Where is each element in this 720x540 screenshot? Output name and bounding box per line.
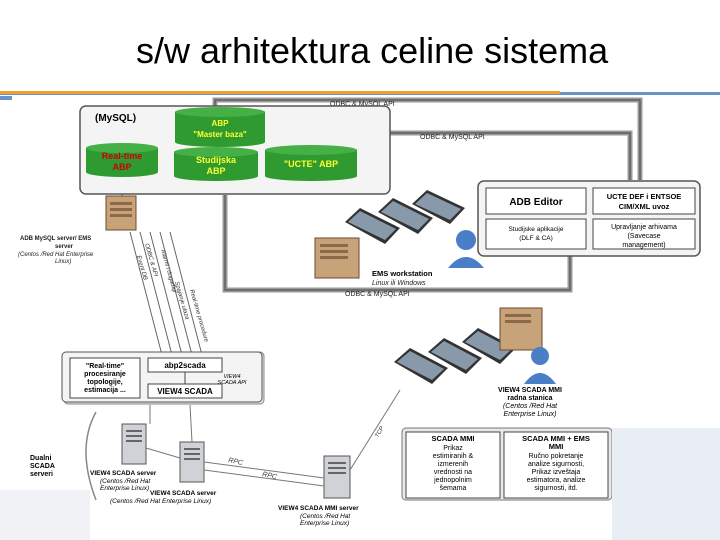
svg-text:(Centos /Red Hat: (Centos /Red Hat: [503, 403, 558, 410]
svg-text:šemama: šemama: [440, 485, 467, 492]
svg-text:VIEW4 SCADA server: VIEW4 SCADA server: [150, 490, 217, 497]
svg-text:(Centos /Red Hat: (Centos /Red Hat: [300, 513, 351, 520]
svg-text:Studijske aplikacije: Studijske aplikacije: [509, 226, 564, 233]
view4-server-2-label: VIEW4 SCADA server (Centos /Red Hat Ente…: [110, 490, 217, 505]
svg-text:Prikaz izveštaja: Prikaz izveštaja: [532, 469, 581, 476]
odbc-top-label: ODBC & MySQL API: [330, 101, 395, 108]
svg-text:SCADA API: SCADA API: [218, 380, 247, 386]
odbc-mid-label: ODBC & MySQL API: [420, 134, 485, 141]
svg-text:(Centos /Red Hat: (Centos /Red Hat: [100, 478, 151, 485]
svg-text:Enterprise Linux): Enterprise Linux): [100, 485, 149, 492]
page-title: s/w arhitektura celine sistema: [136, 30, 609, 71]
mmi-workstation-label: VIEW4 SCADA MMI radna stanica (Centos /R…: [498, 387, 562, 418]
svg-text:VIEW4: VIEW4: [223, 374, 240, 380]
ucte-abp-db: "UCTE" ABP: [265, 145, 357, 181]
ems-workstation-label: EMS workstation: [372, 269, 433, 278]
svg-text:sigurnosti, itd.: sigurnosti, itd.: [534, 485, 577, 492]
svg-text:Studijska: Studijska: [196, 155, 237, 165]
realtime-abp-db: Real-time ABP: [86, 143, 158, 177]
mysql-panel: (MySQL) ABP "Master baza" Real-time ABP …: [79, 105, 391, 195]
svg-text:Enterprise Linux): Enterprise Linux): [504, 411, 557, 418]
adb-editor-title: ADB Editor: [509, 197, 562, 208]
scada-mmi-ems-title: SCADA MMI + EMS: [522, 434, 590, 443]
view4-server-1-label: VIEW4 SCADA server (Centos /Red Hat Ente…: [90, 470, 157, 492]
adb-server-label: ADB MySQL server/ EMS server (Centos /Re…: [18, 236, 94, 265]
svg-text:SCADA: SCADA: [30, 463, 55, 470]
mmi-user-icon: [524, 347, 556, 384]
svg-text:UCTE DEF i ENTSOE: UCTE DEF i ENTSOE: [607, 192, 682, 201]
svg-text:izmerenih: izmerenih: [438, 461, 468, 468]
svg-text:estimatora, analize: estimatora, analize: [527, 477, 586, 484]
svg-text:CIM/XML uvoz: CIM/XML uvoz: [619, 202, 670, 211]
svg-text:topologije,: topologije,: [87, 379, 122, 386]
svg-text:(Centos /Red Hat Enterprise: (Centos /Red Hat Enterprise: [18, 252, 94, 258]
svg-text:ABP: ABP: [112, 162, 131, 172]
svg-text:Linux): Linux): [55, 259, 71, 265]
svg-text:Linux ili Windows: Linux ili Windows: [372, 280, 426, 287]
svg-text:jednopolnim: jednopolnim: [433, 477, 472, 484]
svg-text:estimiranih &: estimiranih &: [433, 453, 474, 460]
svg-text:vrednosti na: vrednosti na: [434, 469, 472, 476]
ems-workstation-monitors: [345, 190, 465, 244]
svg-text:(DLF & CA): (DLF & CA): [519, 235, 553, 242]
svg-text:"UCTE" ABP: "UCTE" ABP: [284, 159, 338, 169]
svg-text:RPC: RPC: [228, 457, 245, 467]
odbc-bottom-label: ODBC & MySQL API: [345, 291, 410, 298]
svg-text:ABP: ABP: [206, 166, 225, 176]
svg-text:estimacija ...: estimacija ...: [84, 387, 126, 394]
svg-text:Upravljanje arhivama: Upravljanje arhivama: [611, 224, 677, 231]
svg-text:analize sigurnosti,: analize sigurnosti,: [528, 461, 584, 468]
corner-decoration: [0, 428, 720, 540]
svg-text:"Master baza": "Master baza": [193, 130, 247, 139]
svg-text:(Savecase: (Savecase: [627, 233, 660, 240]
svg-text:ABP: ABP: [212, 119, 230, 128]
mysql-label: (MySQL): [95, 113, 136, 124]
svg-text:radna stanica: radna stanica: [507, 395, 552, 402]
svg-text:VIEW4 SCADA MMI: VIEW4 SCADA MMI: [498, 387, 562, 394]
user-icon: [448, 230, 484, 268]
svg-text:Prikaz: Prikaz: [443, 445, 463, 452]
dual-servers: Dualni SCADA serveri: [30, 411, 97, 501]
svg-text:Enterprise Linux): Enterprise Linux): [300, 520, 349, 527]
mmi-server-label: VIEW4 SCADA MMI server (Centos /Red Hat …: [278, 505, 359, 527]
ems-tower-icon: [314, 237, 360, 279]
svg-text:Real-time procedure: Real-time procedure: [188, 289, 209, 344]
svg-text:RPC: RPC: [262, 471, 279, 481]
abp2scada-label: abp2scada: [164, 361, 206, 370]
svg-text:(Centos /Red Hat Enterprise Li: (Centos /Red Hat Enterprise Linux): [110, 498, 211, 505]
svg-text:procesiranje: procesiranje: [84, 371, 126, 378]
abp-master-db: ABP "Master baza": [175, 107, 265, 147]
svg-text:server: server: [55, 244, 74, 250]
scada-server-1-icon: [121, 423, 147, 465]
adb-editor-panel: ADB Editor UCTE DEF i ENTSOE CIM/XML uvo…: [477, 180, 701, 257]
scada-mmi-panel: SCADA MMI Prikaz estimiranih & izmerenih…: [401, 427, 613, 501]
svg-text:VIEW4 SCADA server: VIEW4 SCADA server: [90, 470, 157, 477]
svg-text:"Real-time": "Real-time": [86, 363, 124, 370]
svg-text:Ručno pokretanje: Ručno pokretanje: [529, 453, 584, 460]
svg-text:Dualni: Dualni: [30, 455, 51, 462]
view4-scada-label: VIEW4 SCADA: [157, 387, 213, 396]
svg-text:MMI: MMI: [549, 442, 564, 451]
svg-text:ADB MySQL server/ EMS: ADB MySQL server/ EMS: [20, 236, 91, 242]
svg-text:VIEW4 SCADA MMI server: VIEW4 SCADA MMI server: [278, 505, 359, 512]
scada-server-2-icon: [179, 441, 205, 483]
diagonal-link-bundle: [129, 231, 203, 356]
svg-text:Real-time: Real-time: [102, 151, 143, 161]
scada-panel: "Real-time" procesiranje topologije, est…: [61, 351, 265, 405]
adb-server-icon: [105, 195, 137, 231]
mmi-server-icon: [323, 455, 351, 499]
scada-mmi-title: SCADA MMI: [431, 434, 474, 443]
svg-text:TCP: TCP: [375, 426, 386, 439]
title-underline: [0, 91, 720, 100]
mmi-tower-icon: [499, 307, 543, 351]
mmi-workstation-monitors: [394, 328, 516, 384]
svg-text:Event DB: Event DB: [135, 255, 148, 281]
server-links: [145, 389, 401, 487]
studijska-abp-db: Studijska ABP: [174, 147, 258, 181]
svg-text:serveri: serveri: [30, 471, 53, 478]
svg-text:management): management): [622, 242, 665, 249]
